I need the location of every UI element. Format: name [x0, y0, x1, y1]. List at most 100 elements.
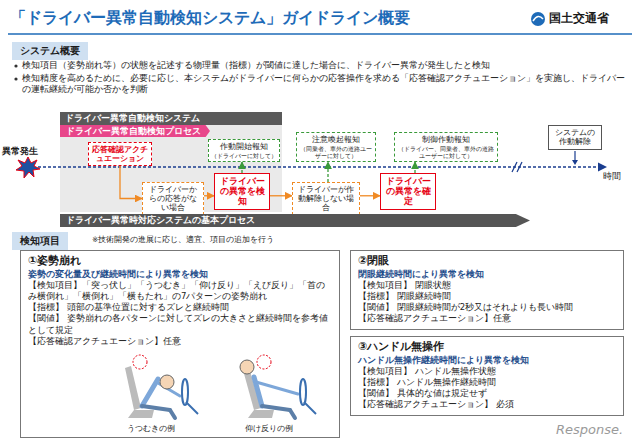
driver-head — [160, 375, 174, 389]
bullet-dot — [14, 77, 17, 80]
node-text: 【検知項目】 閉眼状態 — [358, 280, 616, 291]
node-heading: ドライバーが作動解除しない場合 — [296, 185, 356, 212]
band-arrow — [60, 214, 530, 227]
node-heading: システム概要 — [20, 44, 80, 58]
note: ※技術開発の進展に応じ、適宜、項目の追加を行う — [92, 235, 274, 245]
event-label: 異常発生 — [2, 146, 38, 158]
notice-box: 制御作動報知（ドライバー、同乗者、車外の道路ユーザーに対して） — [394, 132, 498, 162]
overview-bullet: 検知項目（姿勢崩れ等）の状態を記述する物理量（指標）が閾値に達した場合に、ドライ… — [22, 60, 630, 71]
reference-head — [133, 355, 147, 369]
node-heading: ③ハンドル無操作 — [358, 340, 616, 354]
figure-caption: 仰け反りの例 — [245, 424, 293, 434]
steering-column — [186, 402, 198, 414]
node-heading: ドライバー異常自動検知システム — [60, 112, 282, 125]
detection-item-box: ②閉眼閉眼継続時間により異常を検知【検知項目】 閉眼状態【指標】 閉眼継続時間【… — [350, 250, 624, 330]
section-tab: システム概要 — [12, 42, 88, 60]
page-title: 「ドライバー異常自動検知システム」ガイドライン概要 — [10, 8, 410, 29]
driver-arm — [256, 382, 298, 394]
response-check-box: 応答確認アクチュエーション — [88, 142, 152, 166]
axis-break — [517, 162, 522, 172]
system-group: ドライバー異常自動検知システムドライバー異常自動検知プロセス応答確認アクチュエー… — [60, 112, 282, 212]
band-arrow — [60, 125, 210, 137]
release-marker — [574, 151, 575, 160]
process-band: ドライバー異常時対応システムの基本プロセス — [60, 214, 530, 227]
release-marker — [572, 160, 578, 165]
detect-box: ドライバーの異常を確定 — [380, 173, 436, 210]
flow-arrow — [360, 195, 380, 196]
node-text: 【応答確認アクチュエーション】 必須 — [358, 399, 616, 410]
node-heading: 注意喚起報知 — [298, 135, 374, 145]
section-tab: 検知項目 — [12, 232, 68, 250]
node-text: 【閾値】 閉眼継続時間が2秒又はそれよりも長い時間 — [358, 302, 616, 313]
detection-item-box: ③ハンドル無操作ハンドル無操作継続時間により異常を検知【検知項目】 ハンドル無操… — [350, 336, 624, 416]
ministry-logo — [531, 12, 545, 26]
node-heading: ドライバー異常自動検知プロセス — [66, 126, 194, 136]
system-region — [60, 112, 282, 212]
node-text: 【閾値】 姿勢崩れの各パターンに対してズレの大きさと継続時間を参考値として規定 — [28, 313, 332, 335]
flow-arrow — [327, 162, 328, 182]
flow-arrow — [270, 195, 292, 196]
steering-wheel — [182, 379, 188, 405]
detect-box: ドライバーの異常を検知 — [214, 173, 270, 210]
overview-bullet: 検知精度を高めるために、必要に応じ、本システムがドライバーに何らかの応答操作を求… — [22, 73, 630, 95]
flow-arrow — [204, 195, 214, 196]
node-heading: システムの作動解除 — [552, 128, 598, 147]
driver-leg — [170, 410, 175, 418]
node-text: 【応答確認アクチュエーション】任意 — [358, 313, 616, 324]
flow-arrow — [414, 162, 415, 173]
node-text: 【検知項目】「突っ伏し」「うつむき」「仰け反り」「えび反り」「首のみ横倒れ」「横… — [28, 280, 332, 302]
axis-break — [512, 162, 517, 172]
steering-wheel — [300, 379, 306, 405]
node-heading: ドライバー異常時対応システムの基本プロセス — [66, 215, 514, 225]
anomaly-burst — [16, 157, 40, 178]
node-text: ハンドル無操作継続時間により異常を検知 — [358, 355, 616, 366]
seat — [128, 410, 154, 418]
bullet-dot — [14, 64, 17, 67]
notice-box: 作動開始報知（ドライバーに対して） — [208, 139, 280, 162]
flow-arrow — [241, 162, 242, 173]
node-text: 【指標】 閉眼継続時間 — [358, 291, 616, 302]
axis-label: 時間 — [603, 171, 621, 183]
reference-head — [257, 355, 271, 369]
flow-arrow — [120, 166, 142, 199]
node-heading: 作動開始報知 — [210, 142, 278, 152]
node-heading: ドライバーからの応答がない場合 — [146, 185, 200, 212]
node-text: 閉眼継続時間により異常を検知 — [358, 269, 616, 280]
condition-box: ドライバーが作動解除しない場合 — [292, 182, 360, 215]
node-text: 【閾値】 具体的な値は規定せず — [358, 388, 616, 399]
node-text: （ドライバーに対して） — [210, 152, 278, 159]
steering-column — [304, 402, 316, 414]
release-box: システムの作動解除 — [548, 125, 602, 150]
node-heading: ドライバーの異常を検知 — [218, 176, 266, 207]
ministry-logo — [533, 16, 543, 21]
watermark: Response. — [556, 422, 623, 439]
detection-item-box: ①姿勢崩れ姿勢の変化量及び継続時間により異常を検知【検知項目】「突っ伏し」「うつ… — [20, 250, 340, 438]
node-heading: ①姿勢崩れ — [28, 254, 332, 268]
driver-leg — [262, 406, 290, 410]
node-text: 【応答確認アクチュエーション】任意 — [28, 336, 332, 347]
driver-head — [240, 360, 254, 374]
driver-leg — [142, 406, 170, 410]
figure-caption: うつむきの例 — [127, 424, 175, 434]
node-heading: ②閉眼 — [358, 254, 616, 268]
node-text: （同乗者、車外の道路ユーザーに対して） — [298, 145, 374, 159]
node-heading: 応答確認アクチュエーション — [92, 145, 148, 163]
title-rule — [8, 33, 632, 35]
node-text: 【指標】 頭部の基準位置に対するズレと継続時間 — [28, 302, 332, 313]
node-text: 姿勢の変化量及び継続時間により異常を検知 — [28, 269, 332, 280]
condition-box: ドライバーからの応答がない場合 — [142, 182, 204, 215]
ministry-name: 国土交通省 — [549, 11, 609, 27]
time-axis-head — [598, 163, 607, 172]
process-band: ドライバー異常自動検知プロセス — [60, 125, 210, 137]
notice-box: 注意喚起報知（同乗者、車外の道路ユーザーに対して） — [296, 132, 376, 162]
node-heading: ドライバーの異常を確定 — [384, 176, 432, 207]
node-heading: 検知項目 — [20, 234, 60, 248]
seat — [248, 410, 274, 418]
driver-torso — [142, 379, 158, 406]
node-text: （ドライバー、同乗者、車外の道路ユーザーに対して） — [396, 145, 496, 159]
seat — [125, 366, 141, 410]
node-text: 【指標】 ハンドル無操作継続時間 — [358, 377, 616, 388]
driver-leg — [290, 410, 295, 418]
node-text: 【検知項目】 ハンドル無操作状態 — [358, 366, 616, 377]
node-heading: 制御作動報知 — [396, 135, 496, 145]
